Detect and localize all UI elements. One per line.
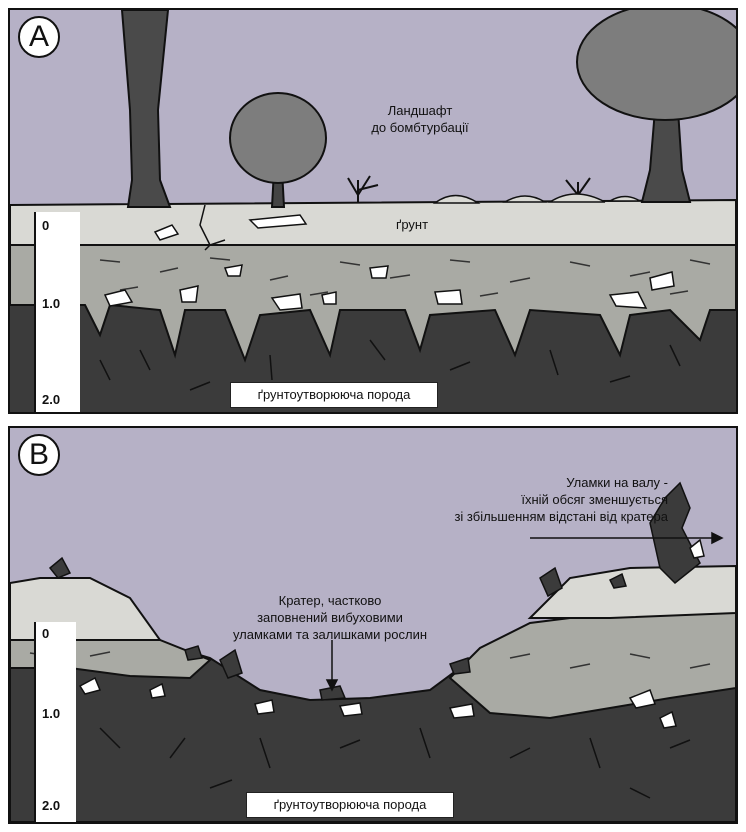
- tree-crown-middle: [230, 93, 326, 183]
- panel-b: B 0 1.0 2.0 Уламки на валу - їхній обсяг…: [8, 426, 738, 824]
- scale-tick-0: 0: [42, 626, 49, 641]
- crater-label: Кратер, частково заповнений вибуховими у…: [220, 592, 440, 643]
- landscape-label-line-2: до бомбтурбації: [350, 119, 490, 136]
- crater-label-line-2: заповнений вибуховими: [220, 609, 440, 626]
- landscape-label: Ландшафт до бомбтурбації: [350, 102, 490, 136]
- ejecta-label: Уламки на валу - їхній обсяг зменшується…: [418, 474, 668, 525]
- bedrock-label-a: ґрунтоутворююча порода: [230, 382, 438, 408]
- ejecta-label-line-3: зі збільшенням відстані від кратера: [418, 508, 668, 525]
- panel-b-letter: B: [18, 434, 60, 476]
- panel-a-illustration: [10, 10, 736, 412]
- ejecta-label-line-1: Уламки на валу -: [418, 474, 668, 491]
- scale-tick-1: 1.0: [42, 296, 60, 311]
- soil-label: ґрунт: [382, 216, 442, 233]
- scale-tick-1: 1.0: [42, 706, 60, 721]
- bedrock-label-b: ґрунтоутворююча порода: [246, 792, 454, 818]
- crater-label-line-1: Кратер, частково: [220, 592, 440, 609]
- panel-a-depth-scale: 0 1.0 2.0: [34, 212, 80, 412]
- panel-a-letter: A: [18, 16, 60, 58]
- landscape-label-line-1: Ландшафт: [350, 102, 490, 119]
- scale-tick-0: 0: [42, 218, 49, 233]
- panel-a: A 0 1.0 2.0 Ландшафт до бомбтурбації ґру…: [8, 8, 738, 414]
- scale-tick-2: 2.0: [42, 798, 60, 813]
- crater-label-line-3: уламками та залишками рослин: [220, 626, 440, 643]
- ejecta-label-line-2: їхній обсяг зменшується: [418, 491, 668, 508]
- panel-b-depth-scale: 0 1.0 2.0: [34, 622, 76, 822]
- topsoil-layer: [10, 200, 736, 245]
- scale-tick-2: 2.0: [42, 392, 60, 407]
